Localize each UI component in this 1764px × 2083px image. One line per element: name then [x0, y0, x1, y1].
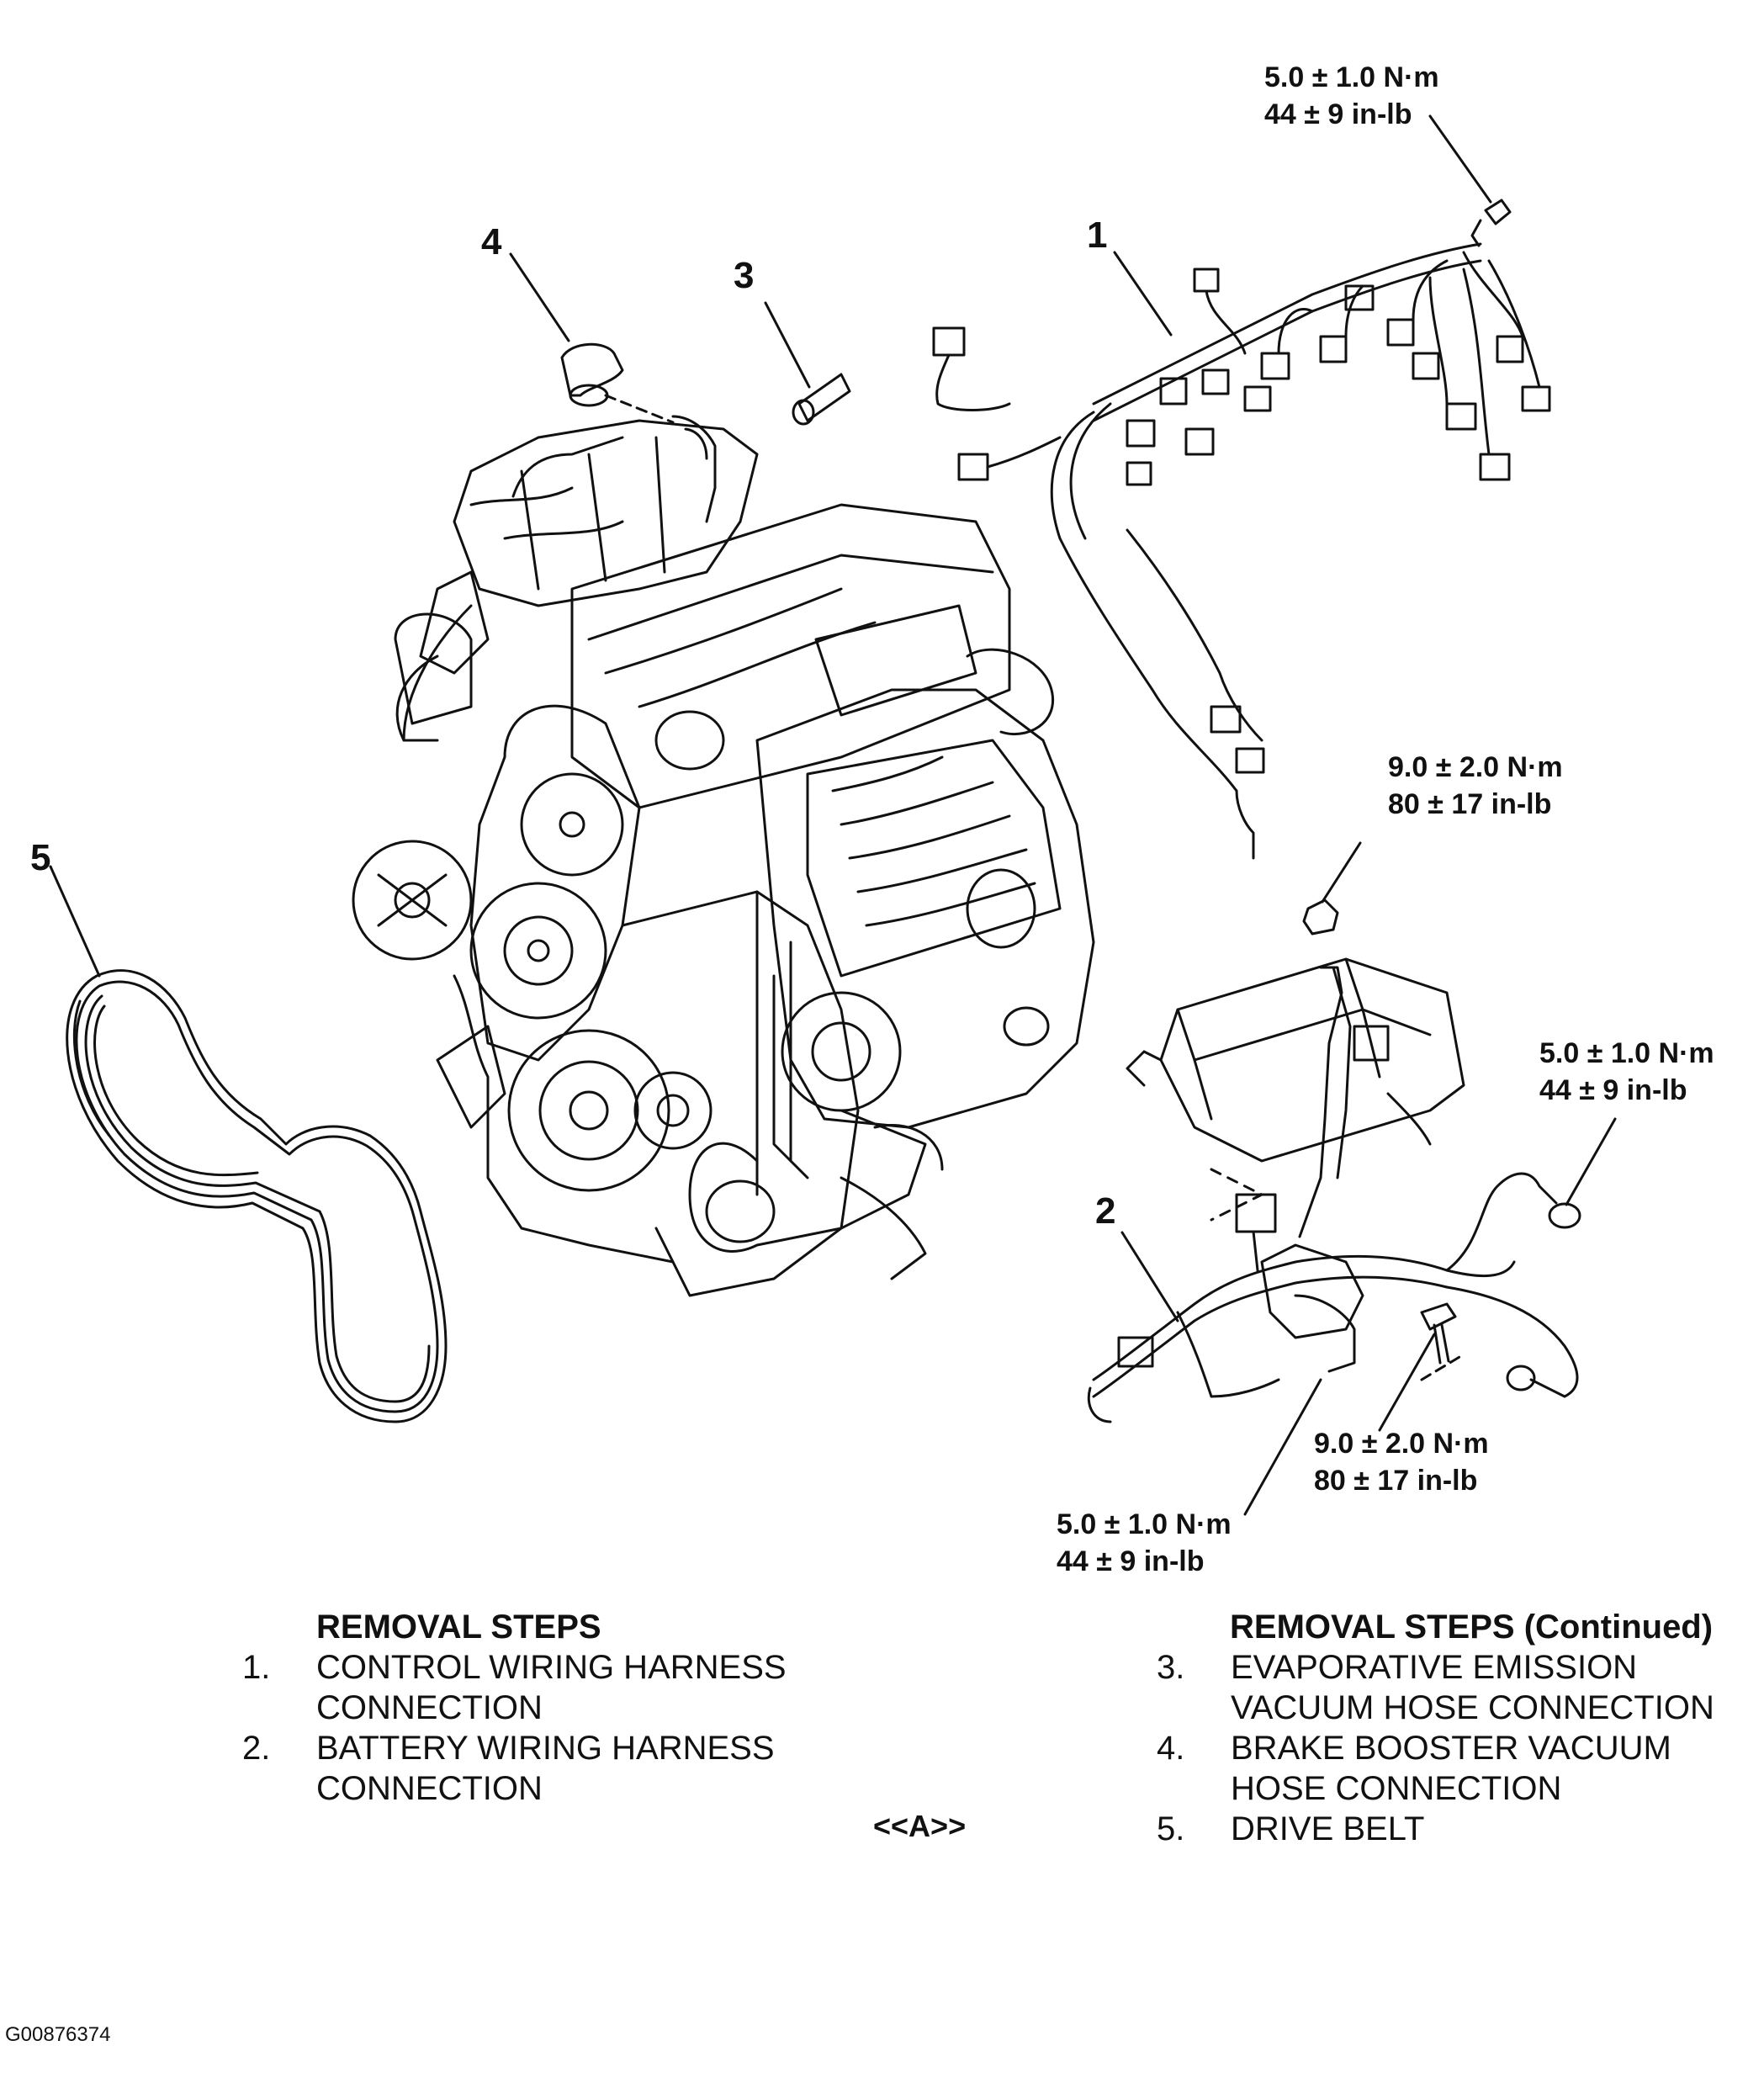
- torque-nm: 5.0 ± 1.0 N·m: [1539, 1037, 1714, 1069]
- step-number: 3.: [1157, 1649, 1185, 1686]
- torque-inlb: 80 ± 17 in-lb: [1388, 788, 1552, 820]
- step-text: EVAPORATIVE EMISSION VACUUM HOSE CONNECT…: [1231, 1649, 1714, 1726]
- step-text: DRIVE BELT: [1231, 1810, 1425, 1847]
- step-text: BRAKE BOOSTER VACUUM HOSE CONNECTION: [1231, 1730, 1671, 1807]
- torque-nm: 5.0 ± 1.0 N·m: [1264, 61, 1439, 93]
- step-number: 5.: [1157, 1810, 1185, 1847]
- leader-torque-right: [1565, 1117, 1617, 1206]
- brake-booster-hose: [560, 342, 717, 523]
- torque-nm: 9.0 ± 2.0 N·m: [1314, 1428, 1489, 1460]
- torque-inlb: 44 ± 9 in-lb: [1057, 1545, 1205, 1577]
- torque-spec-top: 5.0 ± 1.0 N·m 44 ± 9 in-lb: [1264, 59, 1439, 133]
- callout-5: 5: [30, 837, 51, 878]
- engine-illustration: [352, 419, 1095, 1297]
- leader-torque-nut: [1321, 841, 1362, 904]
- battery-wiring-harness: [1087, 898, 1581, 1423]
- torque-spec-bolt: 9.0 ± 2.0 N·m 80 ± 17 in-lb: [1314, 1425, 1489, 1499]
- removal-steps-list: 1. CONTROL WIRING HARNESS CONNECTION 2. …: [242, 1647, 848, 1809]
- figure-id: G00876374: [5, 2023, 111, 2046]
- step-text: BATTERY WIRING HARNESS CONNECTION: [316, 1730, 775, 1807]
- torque-nm: 9.0 ± 2.0 N·m: [1388, 751, 1563, 783]
- torque-spec-terminal: 5.0 ± 1.0 N·m 44 ± 9 in-lb: [1057, 1506, 1232, 1580]
- torque-spec-right: 5.0 ± 1.0 N·m 44 ± 9 in-lb: [1539, 1035, 1714, 1109]
- torque-inlb: 44 ± 9 in-lb: [1539, 1074, 1687, 1106]
- leader-torque-terminal: [1243, 1378, 1322, 1516]
- removal-steps-continued-heading: REMOVAL STEPS (Continued): [1230, 1609, 1714, 1646]
- step-text: CONTROL WIRING HARNESS CONNECTION: [316, 1649, 787, 1726]
- list-item: 1. CONTROL WIRING HARNESS CONNECTION: [242, 1647, 848, 1728]
- callout-3: 3: [734, 255, 755, 296]
- torque-nm: 5.0 ± 1.0 N·m: [1057, 1508, 1232, 1540]
- step-number: 2.: [242, 1730, 271, 1767]
- service-note-a: <<A>>: [873, 1809, 967, 1843]
- removal-steps-heading: REMOVAL STEPS: [316, 1609, 601, 1646]
- leader-4: [509, 252, 570, 342]
- callout-4: 4: [481, 221, 502, 262]
- list-item: 4. BRAKE BOOSTER VACUUM HOSE CONNECTION: [1157, 1728, 1745, 1809]
- torque-inlb: 44 ± 9 in-lb: [1264, 98, 1412, 130]
- step-number: 1.: [242, 1649, 271, 1686]
- leader-3: [764, 301, 811, 389]
- torque-inlb: 80 ± 17 in-lb: [1314, 1465, 1478, 1497]
- callout-1: 1: [1087, 215, 1108, 256]
- control-wiring-harness: [932, 199, 1551, 860]
- list-item: 5. DRIVE BELT: [1157, 1809, 1745, 1849]
- removal-steps-continued-list: 3. EVAPORATIVE EMISSION VACUUM HOSE CONN…: [1157, 1647, 1745, 1849]
- evap-vacuum-hose: [792, 373, 851, 426]
- step-number: 4.: [1157, 1730, 1185, 1767]
- leader-torque-bolt: [1378, 1333, 1436, 1432]
- torque-spec-battery-nut: 9.0 ± 2.0 N·m 80 ± 17 in-lb: [1388, 749, 1563, 823]
- leader-1: [1113, 251, 1173, 337]
- list-item: 2. BATTERY WIRING HARNESS CONNECTION: [242, 1728, 848, 1809]
- leader-2: [1120, 1231, 1179, 1322]
- leader-torque-top: [1428, 114, 1492, 204]
- drive-belt: [66, 969, 448, 1423]
- callout-2: 2: [1095, 1190, 1116, 1232]
- leader-5: [49, 865, 101, 978]
- list-item: 3. EVAPORATIVE EMISSION VACUUM HOSE CONN…: [1157, 1647, 1745, 1728]
